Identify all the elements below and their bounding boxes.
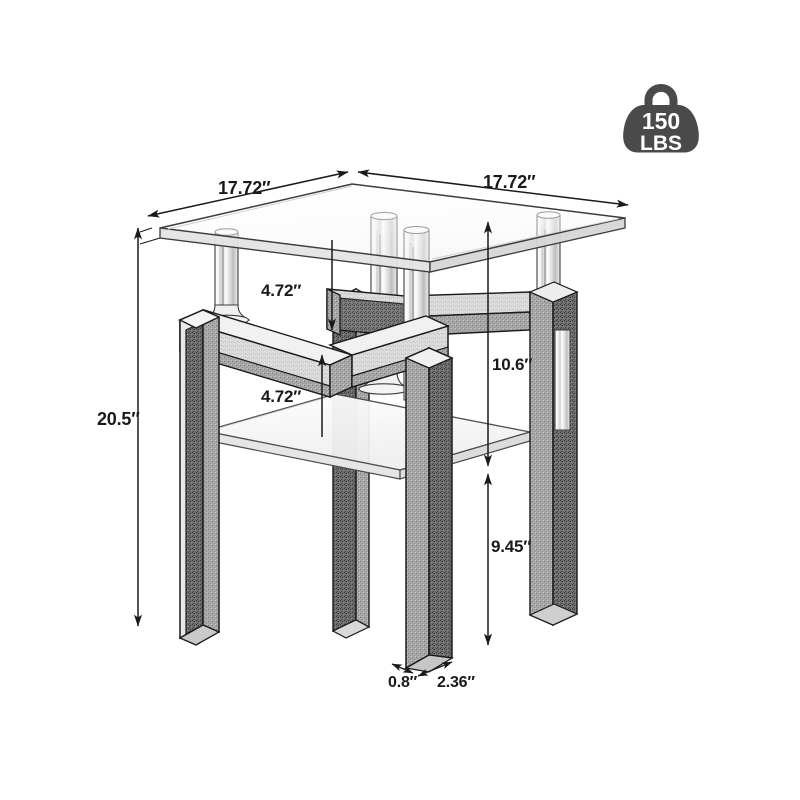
top-to-upper-rail-dimension-label: 4.72″	[261, 281, 302, 300]
weight-capacity-badge: 150 LBS	[620, 82, 702, 154]
dim-line-top-right	[357, 169, 629, 208]
dim-line-leg-thickness	[391, 663, 414, 674]
table-leg-front-left	[178, 308, 221, 646]
top-depth-dimension-label: 17.72″	[218, 178, 271, 198]
frame-rail-front-right	[328, 315, 450, 389]
frame-rail-back-left	[326, 287, 406, 337]
shelf-to-floor-dimension-label: 9.45″	[491, 537, 532, 556]
weight-capacity-value: 150	[641, 108, 681, 134]
upper-rail-to-shelf-dimension-label: 4.72″	[261, 387, 302, 406]
weight-capacity-unit: LBS	[640, 132, 682, 155]
overall-height-dimension-label: 20.5″	[97, 409, 140, 429]
leg-thickness-dimension-label: 0.8″	[388, 674, 418, 691]
top-width-dimension-label: 17.72″	[483, 172, 536, 192]
dimension-lines	[133, 169, 629, 677]
top-to-shelf-dimension-label: 10.6″	[492, 355, 533, 374]
dim-line-top-left	[147, 170, 349, 218]
leg-width-dimension-label: 2.36″	[437, 674, 475, 691]
weight-kettlebell-icon	[623, 84, 699, 153]
dim-line-leg-width	[417, 661, 453, 677]
table-leg-right	[528, 281, 579, 627]
lower-glass-shelf	[204, 393, 531, 480]
table-leg-front-right	[404, 346, 454, 673]
